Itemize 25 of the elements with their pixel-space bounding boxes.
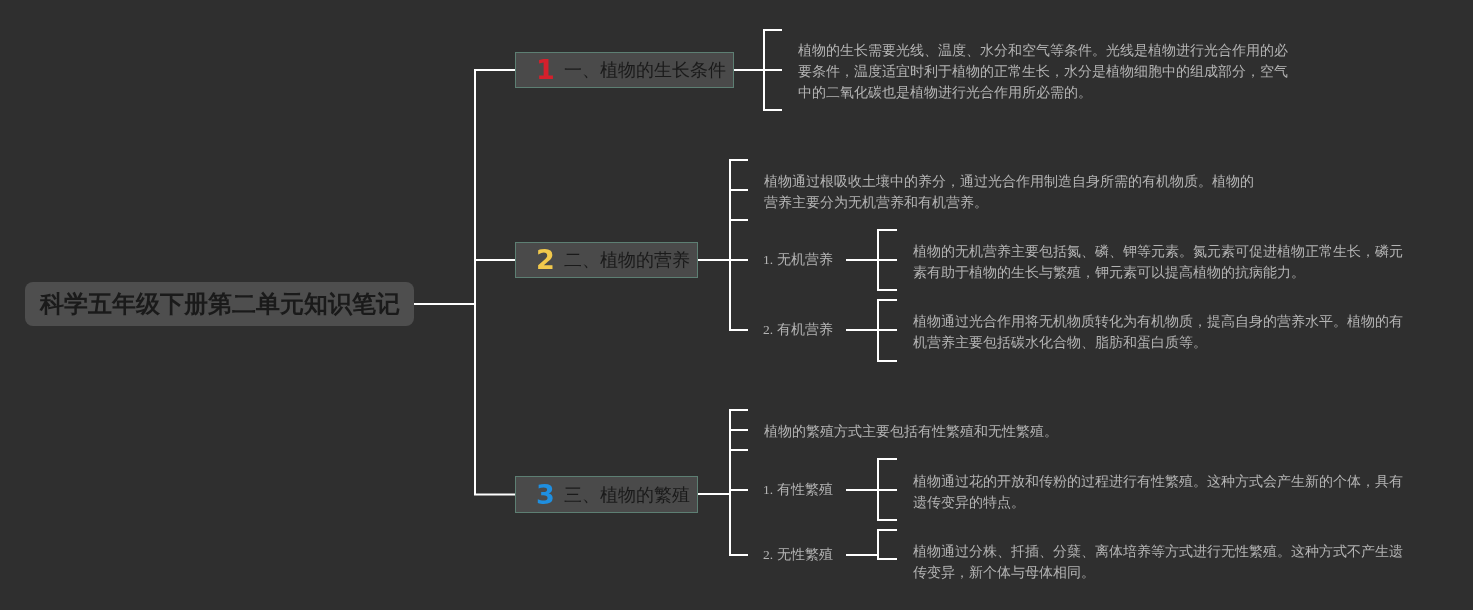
subtopic-label: 1. 无机营养: [748, 250, 846, 270]
subtopic-label: 2. 无性繁殖: [748, 545, 846, 565]
connector-line: [845, 329, 898, 331]
note-text: 植物的无机营养主要包括氮、磷、钾等元素。氮元素可促进植物正常生长，磷元素有助于植物的生长与繁殖，钾元素可以提高植物的抗病能力。: [897, 241, 1407, 283]
note-text: 植物的繁殖方式主要包括有性繁殖和无性繁殖。: [748, 421, 1258, 442]
connector-line: [845, 489, 898, 491]
number-marker: 3: [536, 479, 555, 510]
connector-line: [845, 554, 898, 560]
connector-line: [697, 259, 749, 331]
number-marker: 1: [536, 55, 555, 85]
note-text: 植物通过花的开放和传粉的过程进行有性繁殖。这种方式会产生新的个体，具有遗传变异的特点。: [897, 471, 1407, 513]
note-text: 植物通过光合作用将无机物质转化为有机物质，提高自身的营养水平。植物的有机营养主要包括碳水化合物、脂肪和蛋白质等。: [897, 311, 1407, 353]
topic-box: [515, 242, 698, 278]
subtopic-label: 1. 有性繁殖: [748, 480, 846, 500]
connector-line: [413, 303, 516, 496]
number-marker: 2: [536, 245, 555, 275]
note-text: 植物通过根吸收土壤中的养分，通过光合作用制造自身所需的有机物质。植物的营养主要分为无机营养和有机营养。: [748, 171, 1258, 213]
connector-line: [845, 259, 898, 261]
note-text: 植物通过分株、扦插、分蘖、离体培养等方式进行无性繁殖。这种方式不产生遗传变异，新个体与母体相同。: [897, 541, 1407, 583]
topic-box: [515, 52, 734, 88]
subtopic-label: 2. 有机营养: [748, 320, 846, 340]
topic-box: [515, 476, 698, 513]
connector-line: [697, 493, 749, 556]
connector-line: [733, 69, 783, 71]
note-text: 植物的生长需要光线、温度、水分和空气等条件。光线是植物进行光合作用的必要条件，温度适宜时利于植物的正常生长，水分是植物细胞中的组成部分，空气中的二氧化碳也是植物进行光合作用所必需的。: [782, 40, 1294, 103]
